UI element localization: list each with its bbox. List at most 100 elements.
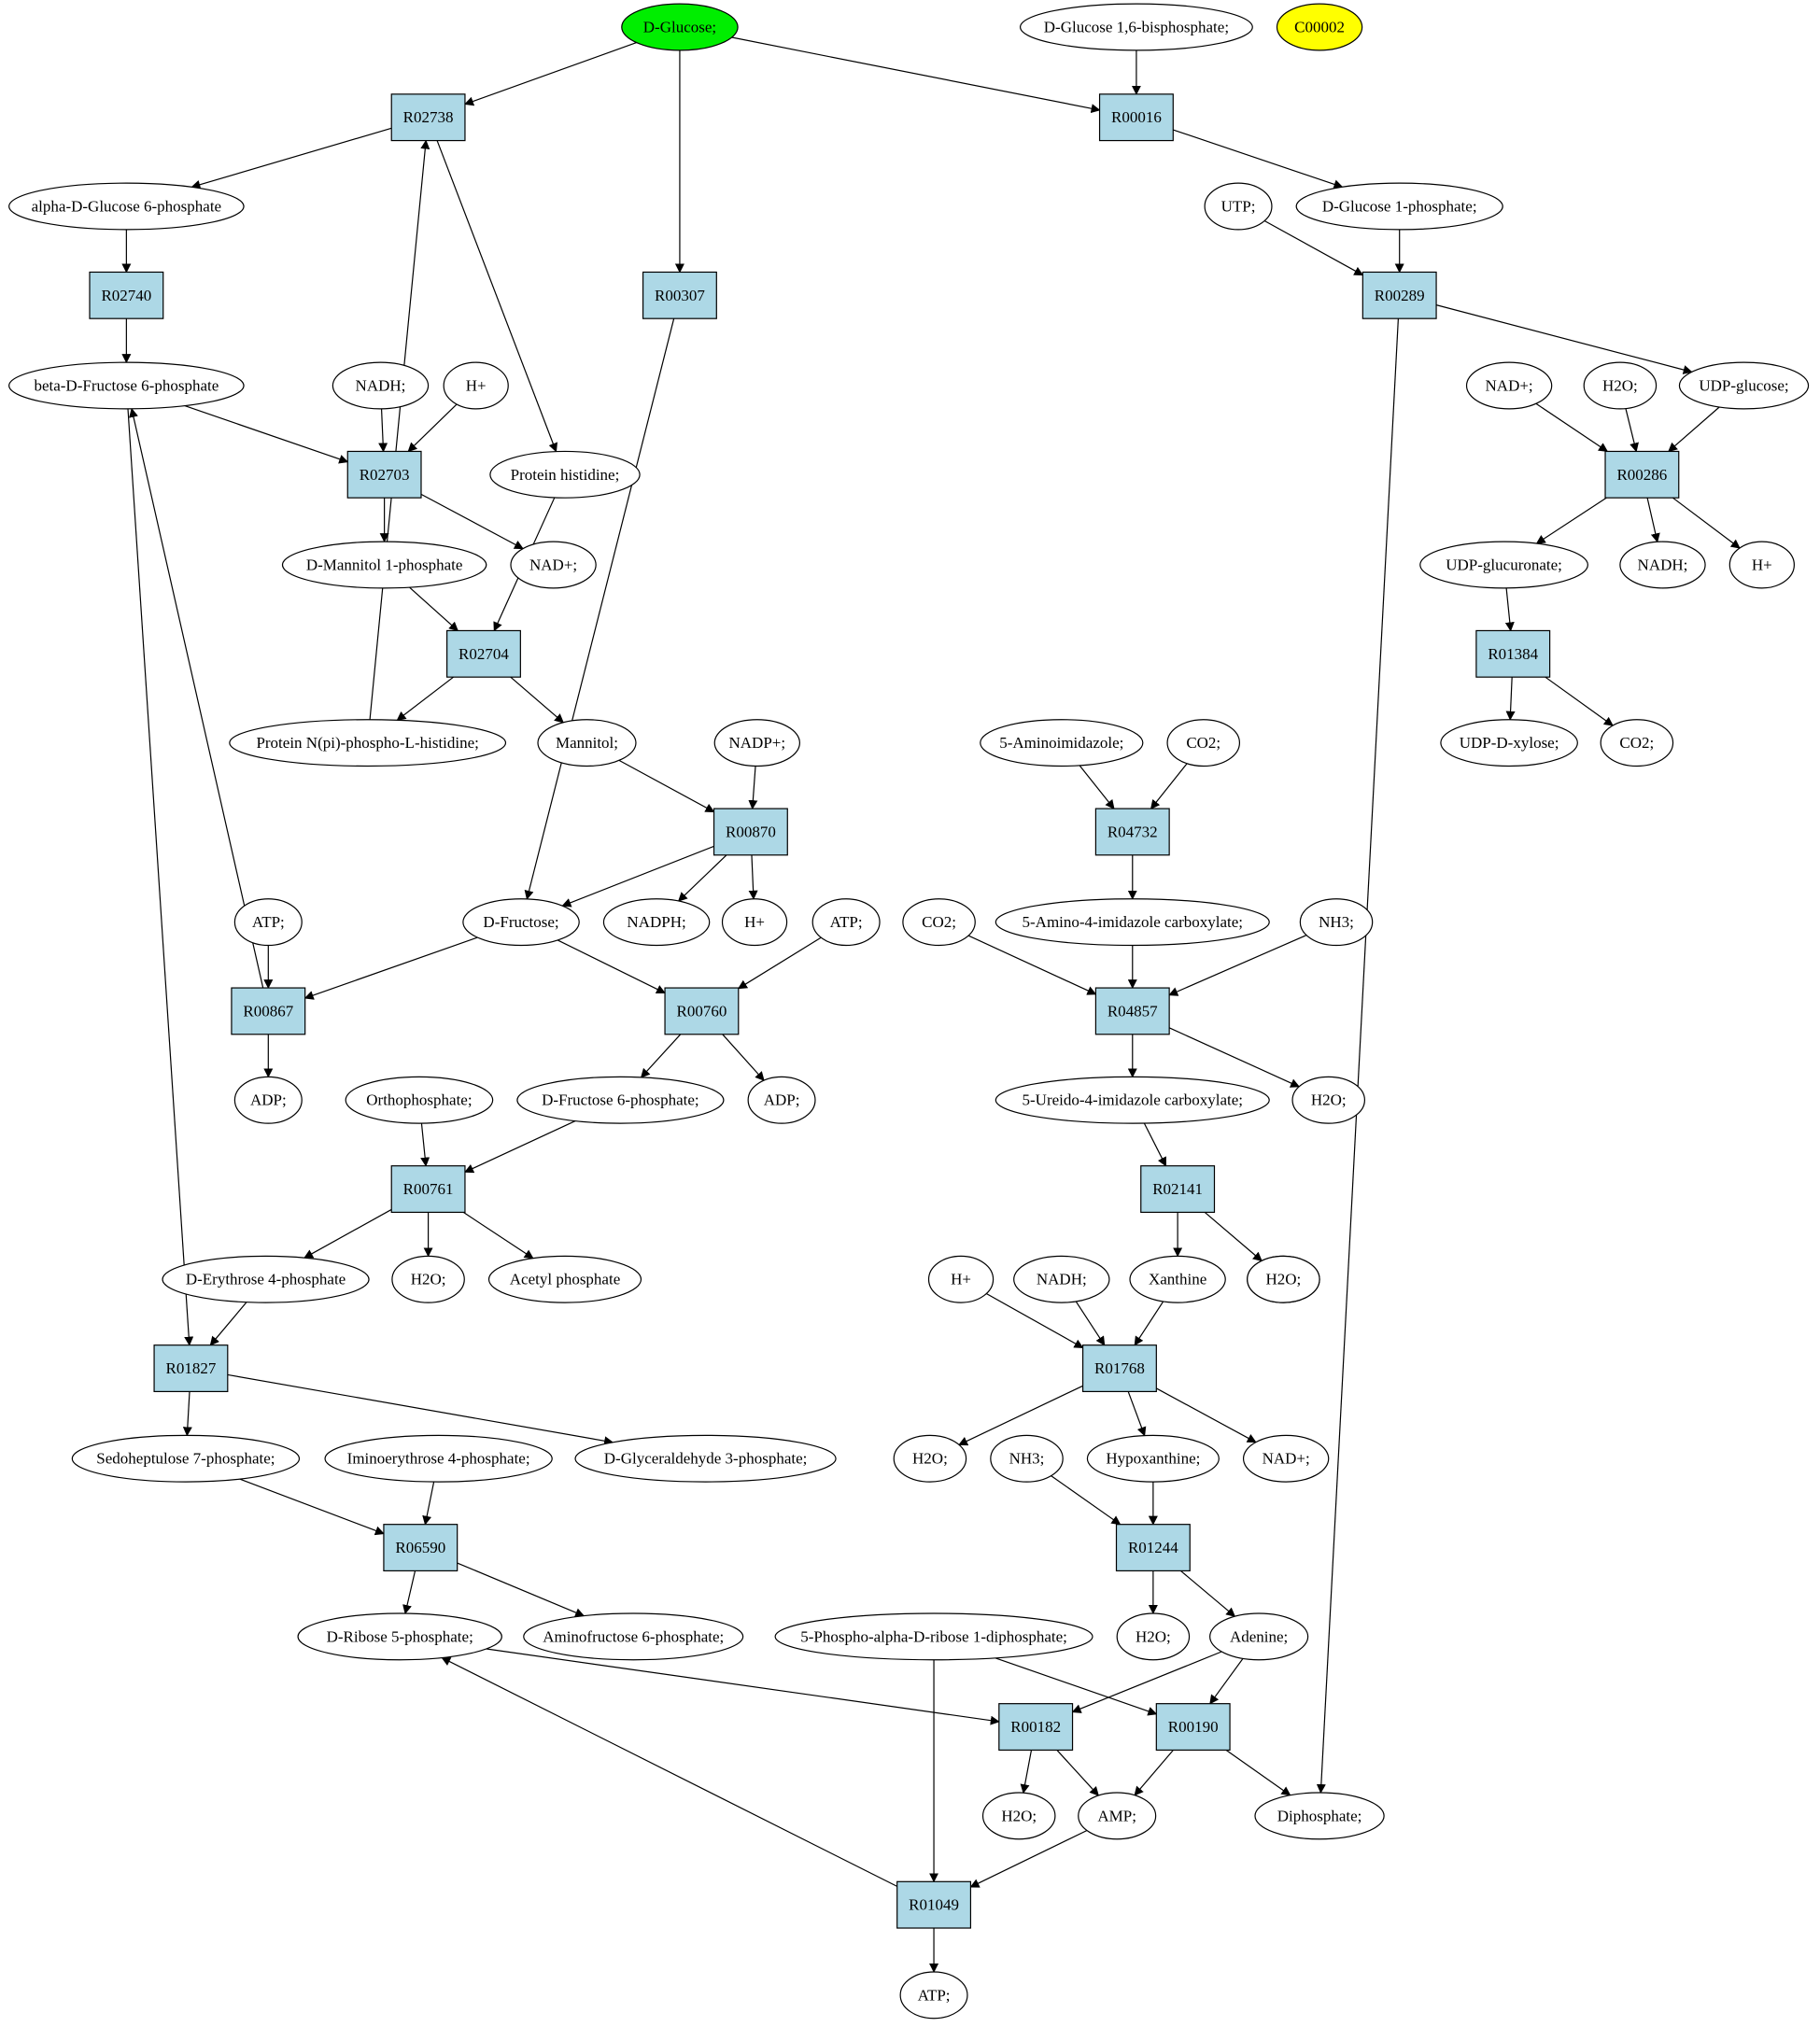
reaction-node-r06590[interactable]: R06590 — [383, 1524, 459, 1572]
compound-node-h2o3[interactable]: H2O; — [1291, 1076, 1366, 1124]
edge-r02738-to-n_protHis — [436, 140, 558, 453]
compound-label: Diphosphate; — [1277, 1807, 1362, 1824]
compound-node-co2a[interactable]: CO2; — [1600, 719, 1674, 767]
reaction-label: R02703 — [360, 466, 410, 484]
compound-node-utp[interactable]: UTP; — [1204, 182, 1273, 231]
compound-node-c00002[interactable]: C00002 — [1276, 3, 1363, 51]
compound-node-h2o5[interactable]: H2O; — [1247, 1255, 1320, 1303]
compound-node-hypox[interactable]: Hypoxanthine; — [1086, 1434, 1220, 1483]
compound-node-nadp2[interactable]: NAD+; — [1465, 361, 1553, 410]
compound-node-nadh2[interactable]: NADH; — [1619, 541, 1706, 589]
compound-node-protNpi[interactable]: Protein N(pi)-phospho-L-histidine; — [229, 719, 507, 767]
compound-node-nh3b[interactable]: NH3; — [990, 1434, 1064, 1483]
compound-node-atp2[interactable]: ATP; — [811, 898, 881, 947]
reaction-label: R01768 — [1094, 1359, 1145, 1377]
reaction-box — [1098, 93, 1174, 142]
compound-node-udpgl[interactable]: UDP-glucuronate; — [1419, 541, 1588, 589]
compound-node-orthoP[interactable]: Orthophosphate; — [345, 1076, 494, 1124]
reaction-node-r00870[interactable]: R00870 — [712, 808, 788, 856]
compound-node-5ai[interactable]: 5-Aminoimidazole; — [980, 719, 1144, 767]
compound-node-g1p[interactable]: D-Glucose 1-phosphate; — [1295, 182, 1503, 231]
reaction-label: R02738 — [403, 108, 454, 126]
reaction-node-r01049[interactable]: R01049 — [896, 1880, 972, 1929]
compound-node-5u4ic[interactable]: 5-Ureido-4-imidazole carboxylate; — [995, 1076, 1270, 1124]
compound-node-udpg[interactable]: UDP-glucose; — [1678, 361, 1810, 410]
compound-node-h1[interactable]: H+ — [443, 361, 509, 410]
compound-node-prpp[interactable]: 5-Phospho-alpha-D-ribose 1-diphosphate; — [774, 1612, 1093, 1661]
reaction-node-r02740[interactable]: R02740 — [89, 271, 164, 319]
reaction-node-r01827[interactable]: R01827 — [153, 1344, 229, 1393]
reaction-node-r00761[interactable]: R00761 — [390, 1165, 466, 1214]
reaction-node-r00289[interactable]: R00289 — [1361, 271, 1437, 319]
reaction-node-r02704[interactable]: R02704 — [446, 629, 521, 678]
compound-node-h2[interactable]: H+ — [721, 898, 788, 947]
compound-node-nh3a[interactable]: NH3; — [1299, 898, 1374, 947]
compound-node-bf6p[interactable]: beta-D-Fructose 6-phosphate — [8, 361, 245, 410]
compound-node-nadpp[interactable]: NADP+; — [713, 719, 800, 767]
compound-node-h2o7[interactable]: H2O; — [1116, 1612, 1191, 1661]
compound-node-acP[interactable]: Acetyl phosphate — [487, 1255, 642, 1303]
compound-node-nadph[interactable]: NADPH; — [602, 898, 711, 947]
reaction-node-r04857[interactable]: R04857 — [1094, 987, 1170, 1035]
compound-node-aden[interactable]: Adenine; — [1209, 1612, 1309, 1661]
reaction-node-r00182[interactable]: R00182 — [998, 1703, 1074, 1752]
compound-label: D-Fructose; — [483, 913, 558, 931]
compound-node-nadp3[interactable]: NAD+; — [1242, 1434, 1330, 1483]
compound-shape — [462, 898, 580, 947]
reaction-node-r01768[interactable]: R01768 — [1081, 1344, 1157, 1393]
compound-node-df6p[interactable]: D-Fructose 6-phosphate; — [516, 1076, 725, 1124]
compound-node-e4p[interactable]: D-Erythrose 4-phosphate — [162, 1255, 370, 1303]
compound-node-atp3[interactable]: ATP; — [899, 1971, 968, 2020]
compound-node-h2o2[interactable]: H2O; — [1583, 361, 1658, 410]
compound-node-h3[interactable]: H+ — [1728, 541, 1795, 589]
compound-node-5a4ic[interactable]: 5-Amino-4-imidazole carboxylate; — [995, 898, 1270, 947]
compound-node-protHis[interactable]: Protein histidine; — [489, 450, 641, 499]
reaction-node-r00867[interactable]: R00867 — [231, 987, 306, 1035]
reaction-node-r01384[interactable]: R01384 — [1475, 629, 1551, 678]
compound-label: H2O; — [411, 1271, 446, 1288]
compound-node-nadp1[interactable]: NAD+; — [510, 541, 597, 589]
compound-node-g3p[interactable]: D-Glyceraldehyde 3-phosphate; — [574, 1434, 837, 1483]
compound-node-nadh3[interactable]: NADH; — [1013, 1255, 1110, 1303]
compound-node-co2b[interactable]: CO2; — [1166, 719, 1241, 767]
compound-node-r5p[interactable]: D-Ribose 5-phosphate; — [297, 1612, 502, 1661]
reaction-node-r02738[interactable]: R02738 — [390, 93, 466, 142]
compound-node-atp1[interactable]: ATP; — [233, 898, 303, 947]
reaction-node-r00286[interactable]: R00286 — [1604, 450, 1680, 499]
reaction-node-r02141[interactable]: R02141 — [1140, 1165, 1216, 1214]
compound-node-imino[interactable]: Iminoerythrose 4-phosphate; — [324, 1434, 553, 1483]
compound-node-dman1p[interactable]: D-Mannitol 1-phosphate — [281, 541, 487, 589]
reaction-node-r00190[interactable]: R00190 — [1155, 1703, 1231, 1752]
compound-node-h2o1[interactable]: H2O; — [391, 1255, 465, 1303]
compound-node-adp2[interactable]: ADP; — [747, 1076, 816, 1124]
compound-node-amp[interactable]: AMP; — [1078, 1792, 1157, 1840]
compound-node-amino6p[interactable]: Aminofructose 6-phosphate; — [523, 1612, 744, 1661]
edge-n_bf6p-to-r01827 — [127, 408, 194, 1346]
compound-node-xan[interactable]: Xanthine — [1129, 1255, 1226, 1303]
compound-node-diP[interactable]: Diphosphate; — [1254, 1792, 1385, 1840]
compound-node-s7p[interactable]: Sedoheptulose 7-phosphate; — [71, 1434, 301, 1483]
reaction-node-r00016[interactable]: R00016 — [1098, 93, 1174, 142]
compound-node-mannitol[interactable]: Mannitol; — [537, 719, 637, 767]
compound-shape — [1013, 1255, 1110, 1303]
compound-node-h2o6[interactable]: H2O; — [893, 1434, 967, 1483]
compound-node-glc[interactable]: D-Glucose; — [621, 3, 739, 51]
compound-label: H+ — [744, 913, 765, 931]
compound-node-nadh1[interactable]: NADH; — [332, 361, 430, 410]
compound-node-dfru[interactable]: D-Fructose; — [462, 898, 580, 947]
edge-n_h2o2-to-r00286 — [1625, 408, 1639, 453]
compound-node-adp1[interactable]: ADP; — [233, 1076, 303, 1124]
reaction-node-r02703[interactable]: R02703 — [346, 450, 422, 499]
reaction-node-r01244[interactable]: R01244 — [1115, 1524, 1191, 1572]
edge-r00289-to-n_udpg — [1435, 304, 1693, 374]
reaction-node-r00307[interactable]: R00307 — [642, 271, 717, 319]
compound-node-h4[interactable]: H+ — [927, 1255, 995, 1303]
compound-node-h2o8[interactable]: H2O; — [981, 1792, 1056, 1840]
compound-node-ag6p[interactable]: alpha-D-Glucose 6-phosphate — [8, 182, 245, 231]
reaction-node-r00760[interactable]: R00760 — [664, 987, 740, 1035]
reaction-node-r04732[interactable]: R04732 — [1094, 808, 1170, 856]
compound-node-udpx[interactable]: UDP-D-xylose; — [1440, 719, 1578, 767]
compound-node-g16bp[interactable]: D-Glucose 1,6-bisphosphate; — [1020, 3, 1253, 51]
compound-label: D-Glyceraldehyde 3-phosphate; — [604, 1450, 808, 1468]
compound-node-co2c[interactable]: CO2; — [902, 898, 976, 947]
